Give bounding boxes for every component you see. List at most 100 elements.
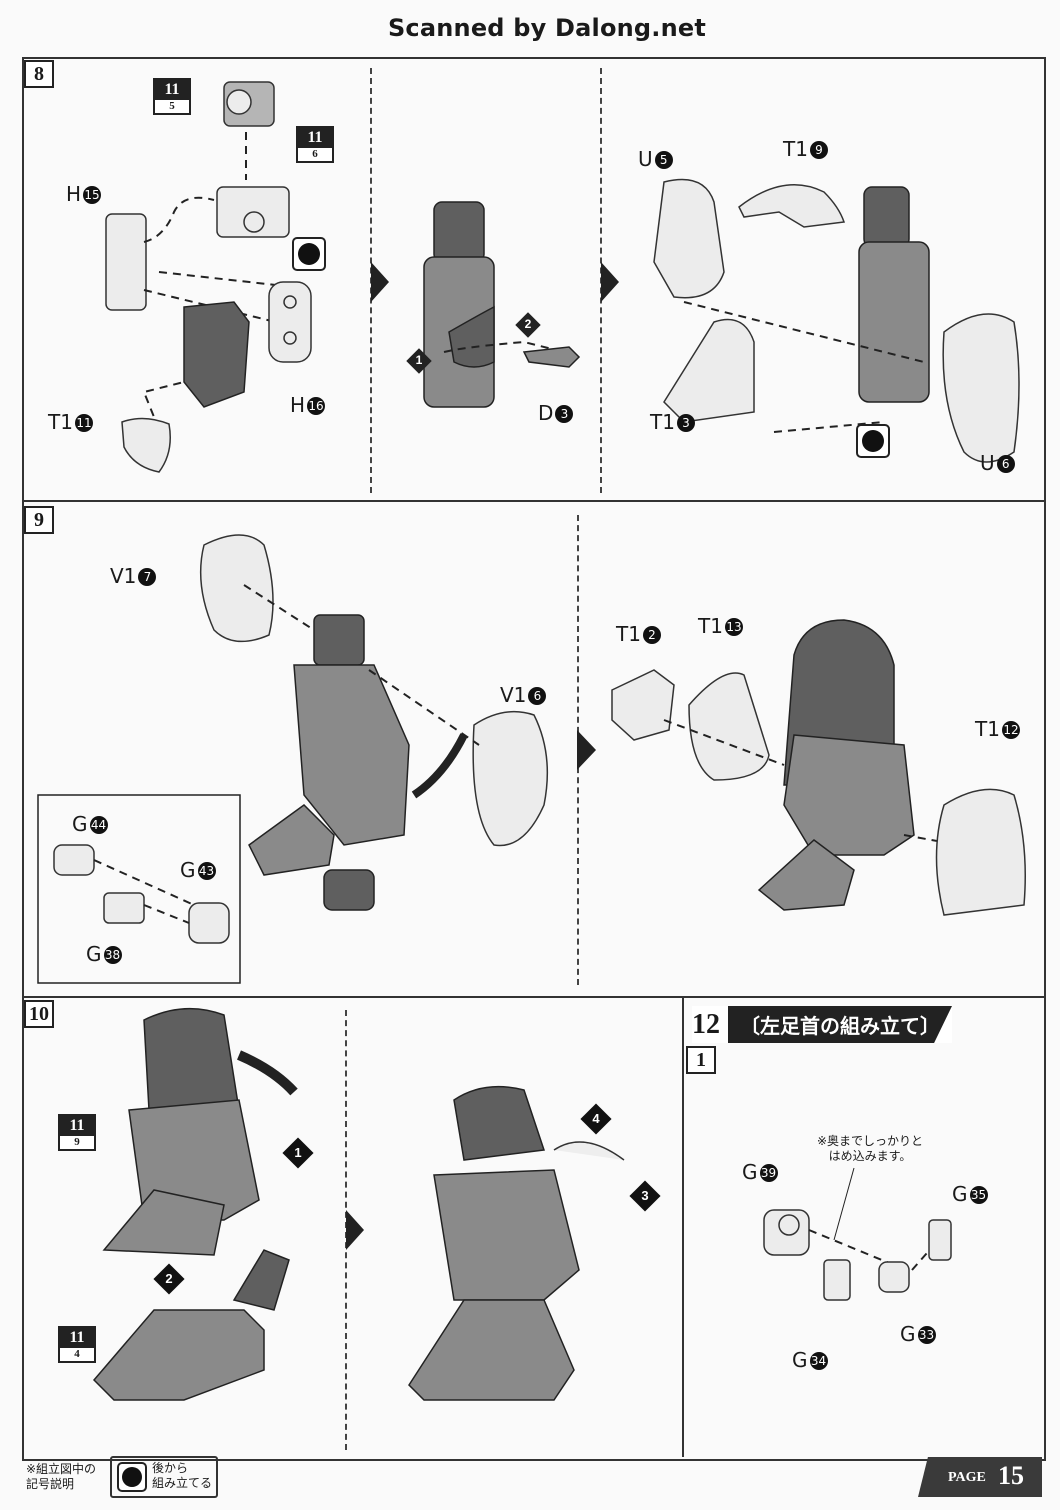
reference-step: 11 <box>60 1116 94 1136</box>
callout-1 <box>406 348 432 374</box>
row-divider-1 <box>22 500 1044 502</box>
part-body-2 <box>433 1169 580 1301</box>
part-t1-2 <box>611 669 675 741</box>
part-head-shell <box>143 1007 240 1111</box>
legend-text: 後から 組み立てる <box>152 1461 213 1490</box>
reference-substep: 4 <box>74 1348 80 1360</box>
part-lower-frame <box>183 301 250 408</box>
callout-number: 4 <box>592 1111 600 1126</box>
step-header: 12 〔左足首の組み立て〕 <box>692 1006 952 1043</box>
detail-inset <box>37 794 241 984</box>
next-arrow <box>371 262 389 302</box>
back-assembly-icon <box>292 237 326 271</box>
part-g33 <box>878 1261 910 1293</box>
reference-step: 11 <box>60 1328 94 1348</box>
part-body <box>128 1099 260 1221</box>
part-h16 <box>268 281 312 363</box>
part-g44 <box>53 844 95 876</box>
assembly-note: ※奥までしっかりと はめ込みます。 <box>816 1134 924 1163</box>
part-t1-12 <box>935 788 1026 916</box>
reference-box: 11 9 <box>58 1114 96 1151</box>
step10-illustration <box>92 1007 625 1401</box>
reference-substep: 5 <box>169 100 175 112</box>
part-g35 <box>928 1219 952 1261</box>
part-hip-block-2 <box>863 186 910 248</box>
part-hip-joint <box>313 614 365 666</box>
step-number: 9 <box>24 506 54 534</box>
part-g34 <box>823 1259 851 1301</box>
step12-illustration <box>763 1167 952 1301</box>
part-u5 <box>653 178 725 299</box>
callout-number: 3 <box>641 1188 649 1203</box>
part-lower-leg-block <box>92 1309 265 1401</box>
step-number: 8 <box>24 60 54 88</box>
part-t1-9 <box>738 184 846 228</box>
step-number: 10 <box>24 1000 54 1028</box>
reference-box: 11 6 <box>296 126 334 163</box>
next-arrow <box>577 730 596 770</box>
row-divider-2 <box>22 996 1044 998</box>
next-arrow <box>601 262 619 302</box>
part-leg-body <box>783 734 915 856</box>
filled-circle-icon <box>117 1462 147 1492</box>
callout-number: 2 <box>524 317 532 331</box>
part-t1-3 <box>663 318 755 423</box>
step9-illustration <box>37 534 1026 984</box>
part-d3 <box>522 346 581 368</box>
part-u6 <box>942 313 1020 463</box>
reference-substep: 6 <box>312 148 318 160</box>
part-foot-upper <box>102 1189 225 1256</box>
part-g-joint <box>323 869 375 911</box>
reference-substep: 9 <box>74 1136 80 1148</box>
part-hip-block <box>433 201 485 263</box>
reference-step: 11 <box>155 80 189 100</box>
part-ankle-guard <box>232 1249 290 1311</box>
page-number: 15 <box>998 1461 1024 1490</box>
legend-box: 後から 組み立てる <box>110 1456 218 1498</box>
part-g43 <box>188 902 230 944</box>
joint-socket <box>226 89 252 115</box>
legend-note: ※組立図中の 記号説明 <box>26 1462 97 1491</box>
part-foot-front <box>248 804 335 876</box>
step8-illustration <box>105 81 1020 473</box>
callout-2 <box>515 312 541 338</box>
instruction-frame <box>22 57 1046 1461</box>
step-title: 〔左足首の組み立て〕 <box>728 1006 952 1043</box>
part-leg-frame-2 <box>858 241 930 403</box>
page-tab: PAGE 15 <box>918 1457 1042 1497</box>
reference-box: 11 5 <box>153 78 191 115</box>
page-label: PAGE <box>948 1470 986 1485</box>
callout-number: 1 <box>415 353 423 367</box>
substep-number: 1 <box>686 1046 716 1074</box>
next-arrow <box>346 1210 364 1250</box>
back-assembly-icon <box>856 424 890 458</box>
part-leg-2 <box>408 1299 575 1401</box>
reference-box: 11 4 <box>58 1326 96 1363</box>
callout-number: 2 <box>165 1271 173 1286</box>
reference-step: 11 <box>298 128 332 148</box>
part-foot <box>757 839 855 911</box>
part-v1-6 <box>472 710 549 847</box>
part-leg-assembly <box>293 664 410 846</box>
part-head-shell-2 <box>453 1085 546 1161</box>
step-number: 12 <box>692 1009 720 1040</box>
